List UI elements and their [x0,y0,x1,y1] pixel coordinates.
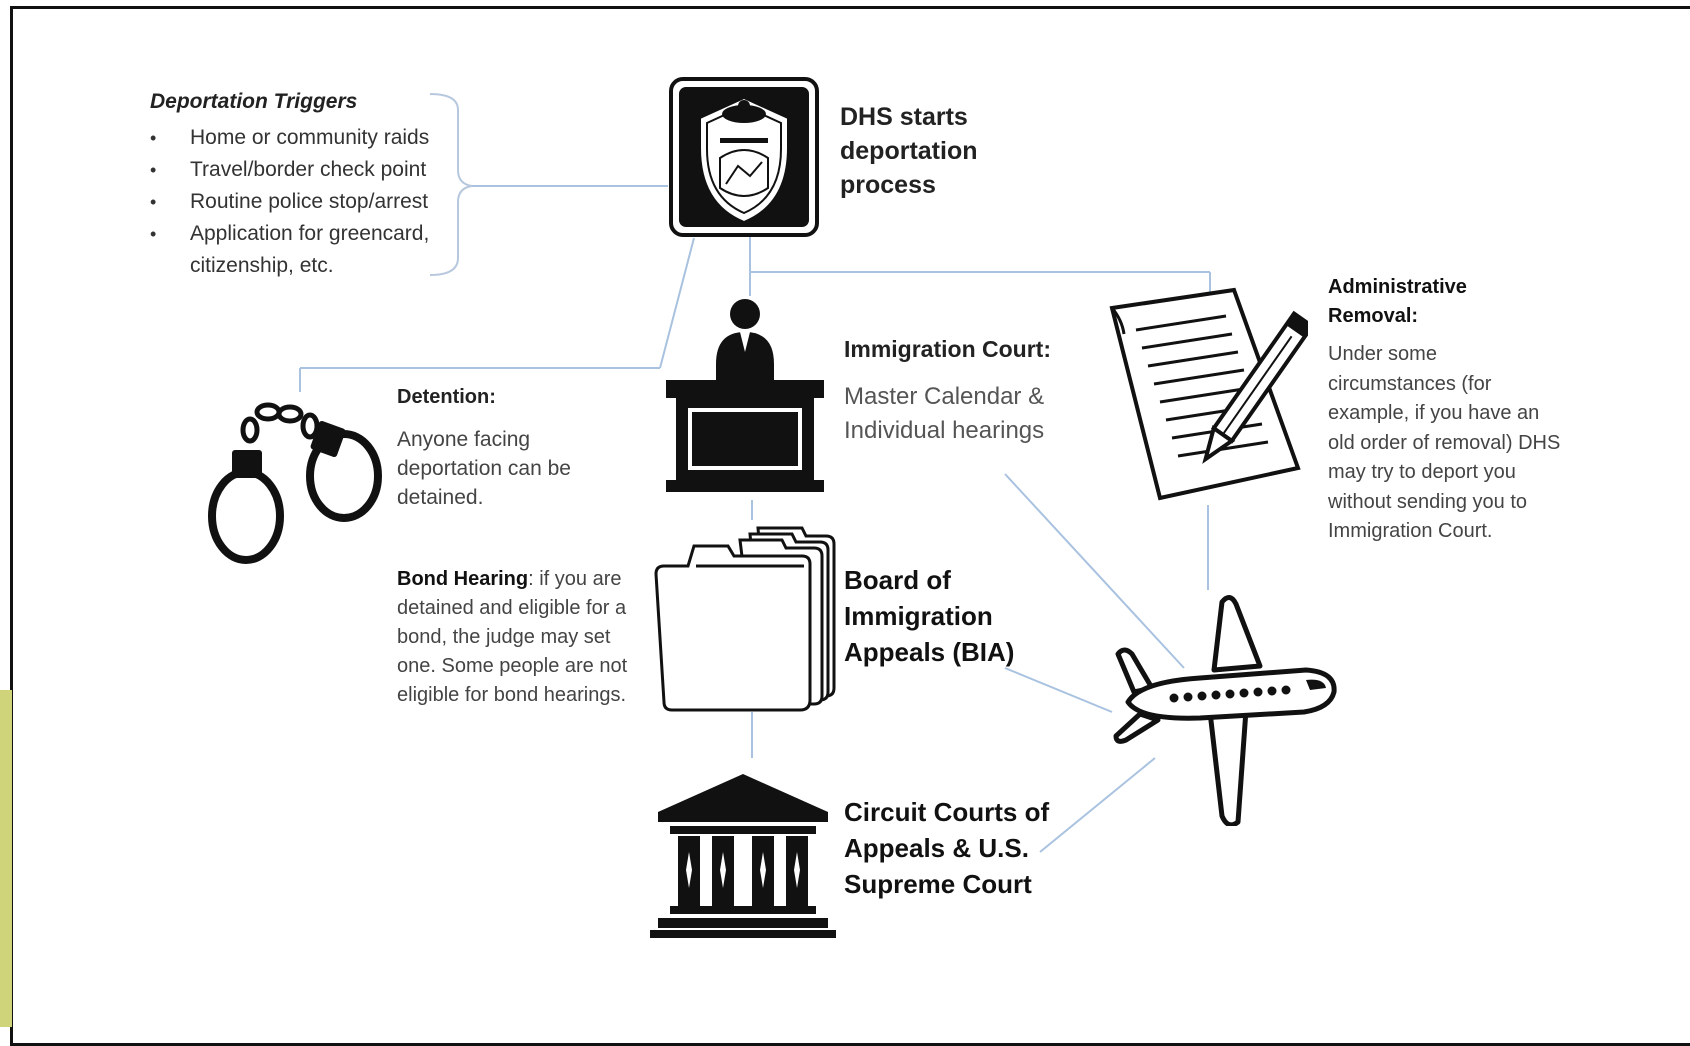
airplane-icon [1113,595,1337,826]
courthouse-icon [650,774,836,938]
circuit-courts-label: Circuit Courts of Appeals & U.S. Supreme… [844,797,1050,899]
dhs-label: DHS starts deportation process [840,103,978,199]
admin-removal-title: Administrative Removal: [1328,276,1467,327]
file-folder-icon [654,526,836,712]
side-accent-strip [0,690,12,1027]
trigger-item: Routine police stop/arrest [150,186,460,218]
trigger-item: Home or community raids [150,122,460,154]
detention-body: Anyone facing deportation can be detaine… [397,428,571,509]
admin-removal-body: Under some circumstances (for example, i… [1328,343,1561,542]
trigger-item: Application for greencard, citizenship, … [150,218,460,282]
immigration-court-subtitle: Master Calendar & Individual hearings [844,383,1045,444]
triggers-title: Deportation Triggers [150,90,358,113]
detention-title: Detention: [397,386,496,408]
bia-label: Board of Immigration Appeals (BIA) [844,565,1015,667]
trigger-item: Travel/border check point [150,154,460,186]
bond-hearing-text: Bond Hearing: if you are detained and el… [397,565,632,710]
triggers-list: Home or community raids Travel/border ch… [150,122,460,282]
judge-podium-icon [666,299,824,492]
police-badge-icon [669,77,819,237]
bond-hearing-title: Bond Hearing [397,568,529,590]
bond-hearing-body: : if you are detained and eligible for a… [397,568,628,706]
document-pencil-icon [1109,287,1308,501]
handcuffs-icon [208,402,382,564]
immigration-court-title: Immigration Court: [844,336,1051,362]
